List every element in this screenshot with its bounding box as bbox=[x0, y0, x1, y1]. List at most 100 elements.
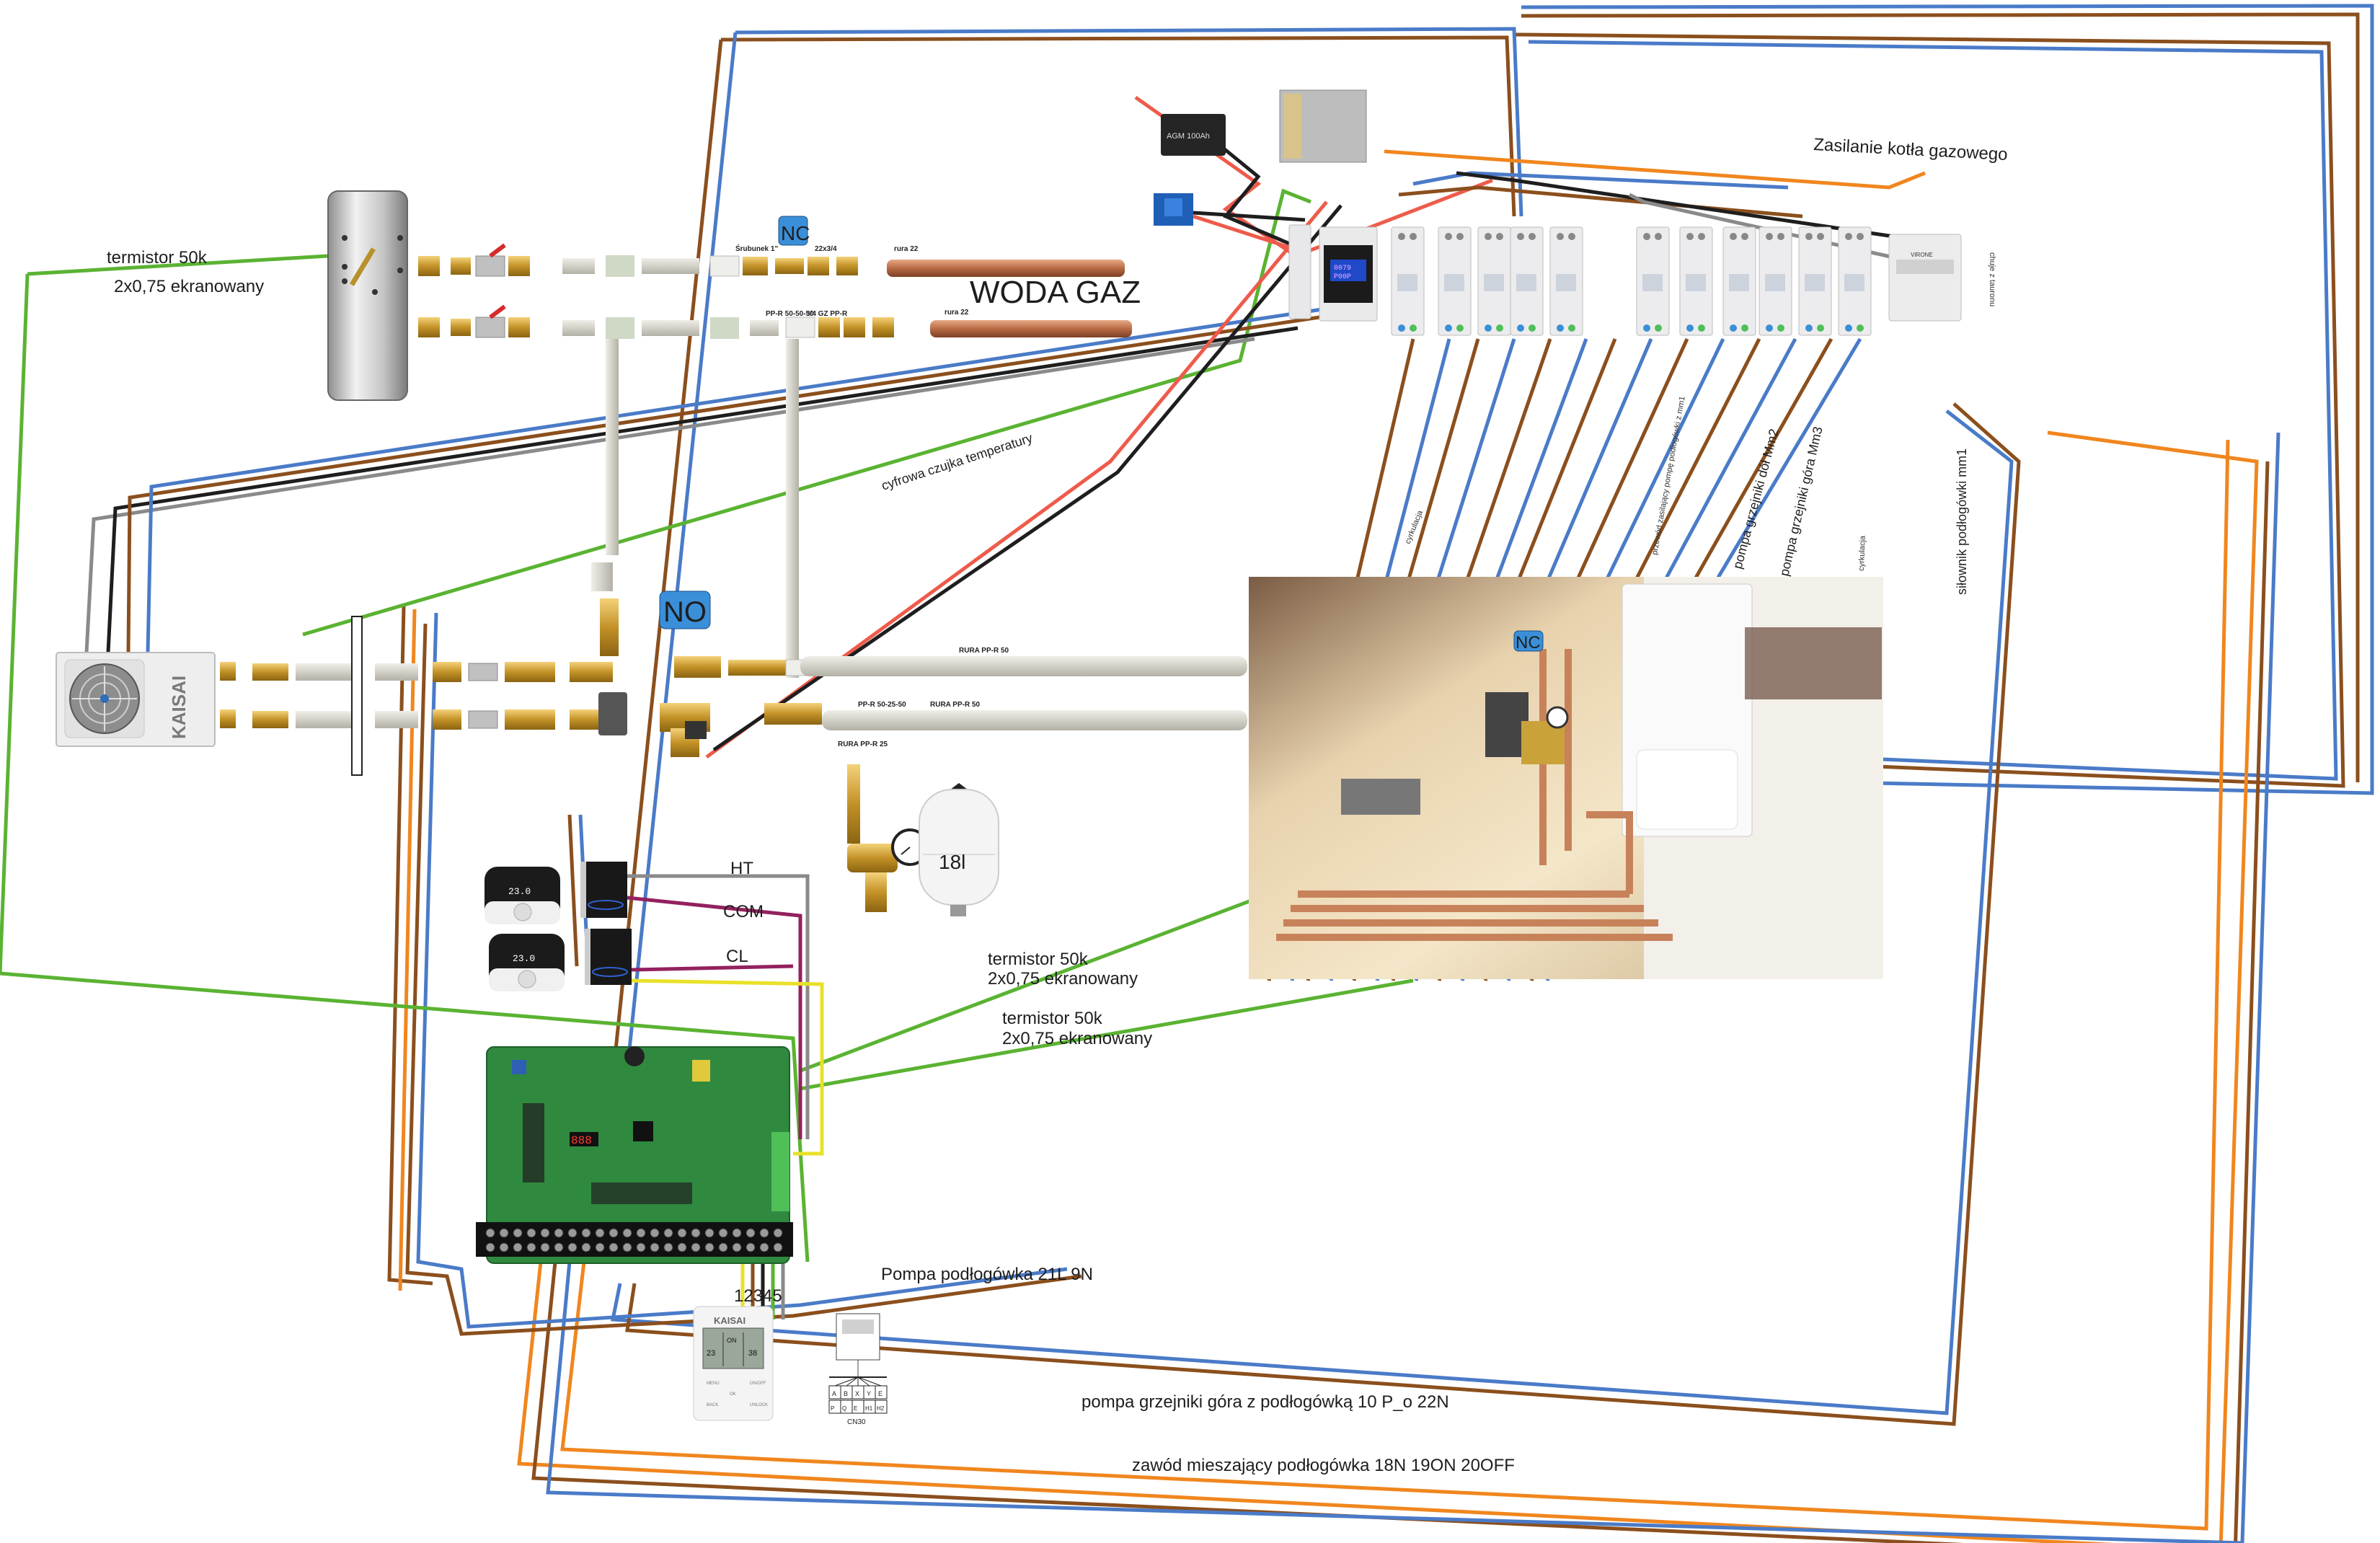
ppr-pipe-return bbox=[822, 710, 1247, 730]
cn30-terminal-label: H2 bbox=[877, 1405, 885, 1412]
controller-menu-button[interactable]: MENU bbox=[707, 1381, 720, 1386]
cn30-terminal-label: X bbox=[855, 1390, 859, 1397]
terminal-icon bbox=[1496, 324, 1503, 332]
screw-icon bbox=[1529, 233, 1536, 240]
circulation-label-2: cyrkulacja bbox=[1857, 535, 1867, 571]
controller-onoff-button[interactable]: ON/OFF bbox=[750, 1381, 766, 1386]
terminal-icon bbox=[1857, 324, 1864, 332]
pipe-part-label: 22x3/4 bbox=[815, 245, 837, 253]
screw-icon bbox=[1686, 233, 1694, 240]
pcb-screw-icon bbox=[773, 1242, 783, 1252]
cn30-terminal-label: P bbox=[831, 1405, 834, 1412]
terminal-icon bbox=[1485, 324, 1492, 332]
thermostat-receiver-2 bbox=[585, 929, 632, 985]
radiator-pump-up-label: pompa grzejniki góra z podłogówką 10 P_o… bbox=[1081, 1392, 1449, 1412]
fitting bbox=[591, 562, 613, 591]
battery: AGM 100Ah bbox=[1161, 114, 1226, 156]
terminal-icon bbox=[1730, 324, 1737, 332]
mixing-valve-label: zawód mieszający podłogówka 18N 19ON 20O… bbox=[1132, 1456, 1515, 1475]
pcb-screw-icon bbox=[499, 1228, 509, 1238]
screw-icon bbox=[1568, 233, 1575, 240]
room-thermostat-1: 23.0 bbox=[485, 867, 560, 924]
brown-wire bbox=[720, 35, 1516, 217]
wire-layer bbox=[0, 4, 2374, 1543]
pcb-screw-icon bbox=[718, 1242, 728, 1252]
fitting bbox=[728, 660, 786, 676]
terminal-icon bbox=[1686, 324, 1694, 332]
pcb-display: 888 bbox=[571, 1134, 592, 1147]
pcb-screw-icon bbox=[567, 1228, 578, 1238]
com-label: COM bbox=[723, 902, 764, 921]
screw-icon bbox=[1730, 233, 1737, 240]
pcb-screw-icon bbox=[526, 1242, 536, 1252]
brown-wire bbox=[405, 623, 1082, 1336]
pcb-screw-icon bbox=[773, 1228, 783, 1238]
controller-unlock-button[interactable]: UNLOCK bbox=[750, 1403, 768, 1407]
pcb-screw-icon bbox=[650, 1242, 660, 1252]
pcb-screw-icon bbox=[609, 1242, 619, 1252]
pcb-screw-icon bbox=[691, 1242, 701, 1252]
screw-icon bbox=[1517, 233, 1524, 240]
cn30-lead bbox=[846, 1376, 859, 1387]
screw-icon bbox=[1485, 233, 1492, 240]
din-module-window bbox=[1484, 274, 1504, 291]
brown-wire bbox=[387, 605, 433, 1286]
screw-icon bbox=[1857, 233, 1864, 240]
controller-brand: KAISAI bbox=[714, 1315, 746, 1326]
pcb-screw-icon bbox=[499, 1242, 509, 1252]
nc-valve-photo: NC bbox=[1513, 630, 1544, 653]
no-valve: NO bbox=[659, 591, 721, 678]
terminal-icon bbox=[1643, 324, 1650, 332]
thermostat-receiver-1 bbox=[580, 862, 627, 918]
screw-icon bbox=[1698, 233, 1705, 240]
hydro-module-pcb: 888 bbox=[476, 1046, 793, 1264]
din-module-window bbox=[1642, 274, 1663, 291]
terminal-icon bbox=[1410, 324, 1417, 332]
orange-wire bbox=[517, 430, 2259, 1543]
pcb-screw-icon bbox=[704, 1228, 715, 1238]
terminal-icon bbox=[1817, 324, 1824, 332]
din-module-window bbox=[1516, 274, 1536, 291]
power-supply bbox=[1279, 89, 1367, 163]
digital-sensor-label: cyfrowa czujka temperatury bbox=[880, 430, 1035, 493]
heat-pump-outdoor-unit: KAISAI bbox=[56, 652, 216, 747]
battery-label: AGM 100Ah bbox=[1167, 132, 1210, 141]
pcb-screw-icon bbox=[595, 1242, 605, 1252]
cn30-terminal-label: E bbox=[878, 1390, 882, 1397]
brown-wire bbox=[1521, 12, 2360, 782]
pcb-screw-icon bbox=[650, 1228, 660, 1238]
green-wire bbox=[0, 273, 810, 1263]
pcb-screw-icon bbox=[526, 1228, 536, 1238]
nc-valve-photo-label: NC bbox=[1516, 633, 1541, 653]
din-module-window bbox=[1556, 274, 1576, 291]
blue-wire bbox=[416, 612, 1068, 1329]
expansion-tank-volume: 18l bbox=[939, 851, 965, 873]
pcb-screw-icon bbox=[746, 1228, 756, 1238]
blue-wire bbox=[1521, 4, 2374, 795]
controller-ok-button[interactable]: OK bbox=[730, 1392, 736, 1397]
pipe-part-label: PP-R 50-25-50 bbox=[858, 701, 906, 709]
screw-icon bbox=[1766, 233, 1773, 240]
screw-icon bbox=[1643, 233, 1650, 240]
cn30-lead bbox=[857, 1376, 870, 1387]
controller-back-button[interactable]: BACK bbox=[707, 1403, 718, 1407]
purple-wire bbox=[631, 964, 794, 972]
cn30-terminal-label: Y bbox=[867, 1390, 871, 1397]
din-module-window bbox=[1765, 274, 1785, 291]
water-gas-label: WODA GAZ bbox=[970, 275, 1141, 310]
pcb-screw-icon bbox=[567, 1242, 578, 1252]
terminal-icon bbox=[1741, 324, 1748, 332]
pipe-part-label: rura 22 bbox=[945, 309, 969, 317]
din-module-window bbox=[1444, 274, 1464, 291]
screw-icon bbox=[1817, 233, 1824, 240]
blue-wire bbox=[1528, 40, 2338, 781]
timer-display-line1: 0079 bbox=[1334, 265, 1351, 273]
pcb-screw-icon bbox=[609, 1228, 619, 1238]
screw-icon bbox=[1805, 233, 1813, 240]
cn30-lead bbox=[834, 1376, 859, 1387]
terminal-icon bbox=[1456, 324, 1464, 332]
terminal-numbers: 12345 bbox=[734, 1286, 782, 1306]
safety-group bbox=[847, 764, 929, 912]
controller-temp-left: 23 bbox=[707, 1349, 715, 1358]
controller-temp-right: 38 bbox=[748, 1349, 757, 1358]
